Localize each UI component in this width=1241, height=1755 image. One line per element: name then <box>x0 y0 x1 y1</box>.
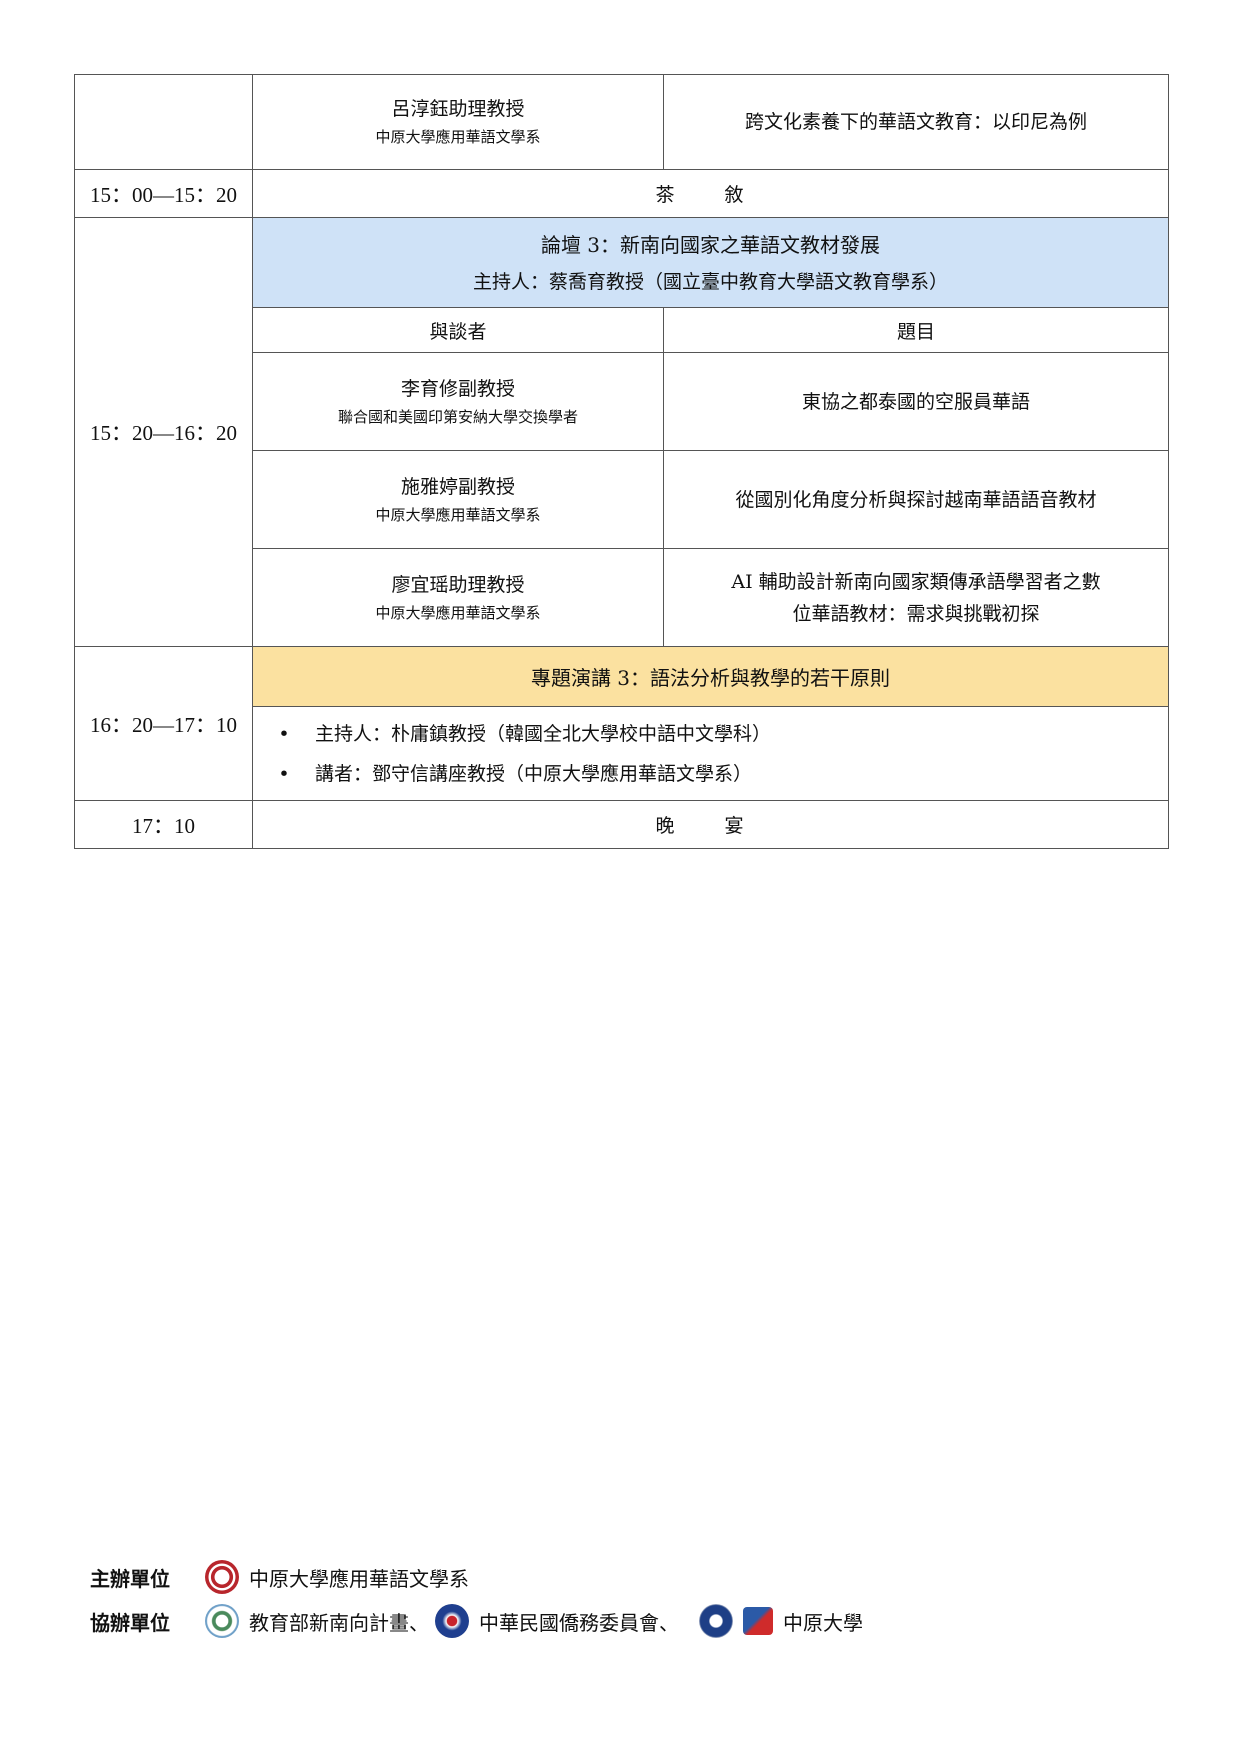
anniversary-logo-icon <box>743 1607 773 1635</box>
speaker-name: 呂淳鈺助理教授 <box>391 98 525 120</box>
column-header-row: 與談者 題目 <box>75 307 1169 353</box>
keynote-host: 主持人：朴庸鎮教授（韓國全北大學校中語中文學科） <box>315 722 772 745</box>
keynote-details-row: • 主持人：朴庸鎮教授（韓國全北大學校中語中文學科） • 講者：鄧守信講座教授（… <box>75 706 1169 801</box>
list-item: • 主持人：朴庸鎮教授（韓國全北大學校中語中文學科） <box>253 714 1168 754</box>
table-row: 廖宜瑶助理教授 中原大學應用華語文學系 AI 輔助設計新南向國家類傳承語學習者之… <box>75 548 1169 647</box>
keynote-speaker: 講者：鄧守信講座教授（中原大學應用華語文學系） <box>315 762 753 785</box>
topic-cell: AI 輔助設計新南向國家類傳承語學習者之數位華語教材：需求與挑戰初探 <box>663 548 1169 647</box>
speaker-cell: 李育修副教授 聯合國和美國印第安納大學交換學者 <box>252 352 664 451</box>
topic-cell: 從國別化角度分析與探討越南華語語音教材 <box>663 450 1169 549</box>
moe-logo-icon <box>205 1604 239 1638</box>
keynote-details: • 主持人：朴庸鎮教授（韓國全北大學校中語中文學科） • 講者：鄧守信講座教授（… <box>252 706 1169 801</box>
dinner-label: 晚 宴 <box>252 800 1169 849</box>
speaker-affiliation: 中原大學應用華語文學系 <box>375 603 541 622</box>
keynote-header-row: 16：20—17：10 專題演講 3：語法分析與教學的若干原則 <box>74 646 1169 801</box>
co-organizer-label: 協辦單位 <box>90 1610 170 1635</box>
co-organizer-3: 中原大學 <box>783 1610 863 1635</box>
speaker-cell: 施雅婷副教授 中原大學應用華語文學系 <box>252 450 664 549</box>
topic-cell: 東協之都泰國的空服員華語 <box>663 352 1169 451</box>
schedule-table: 呂淳鈺助理教授 中原大學應用華語文學系 跨文化素養下的華語文教育：以印尼為例 1… <box>74 74 1169 849</box>
forum-header: 論壇 3：新南向國家之華語文教材發展 主持人：蔡喬育教授（國立臺中教育大學語文教… <box>252 217 1169 308</box>
break-time: 15：00—15：20 <box>74 169 253 218</box>
bullet-icon: • <box>278 762 290 785</box>
time-cell <box>74 74 253 170</box>
speaker-cell: 廖宜瑶助理教授 中原大學應用華語文學系 <box>252 548 664 647</box>
dinner-time: 17：10 <box>74 800 253 849</box>
break-label-text: 茶 敘 <box>655 184 766 206</box>
organizer-name: 中原大學應用華語文學系 <box>249 1566 469 1591</box>
dinner-row: 17：10 晚 宴 <box>74 800 1169 849</box>
list-item: • 講者：鄧守信講座教授（中原大學應用華語文學系） <box>253 754 1168 794</box>
co-organizer-2: 中華民國僑務委員會、 <box>479 1610 679 1635</box>
organizer-line: 主辦單位 中原大學應用華語文學系 <box>90 1560 469 1594</box>
dinner-label-text: 晚 宴 <box>655 815 766 837</box>
forum-host: 主持人：蔡喬育教授（國立臺中教育大學語文教育學系） <box>472 270 948 293</box>
forum-header-row: 15：20—16：20 論壇 3：新南向國家之華語文教材發展 主持人：蔡喬育教授… <box>74 217 1169 647</box>
cycu-seal-icon <box>699 1604 733 1638</box>
co-organizer-line: 協辦單位 教育部新南向計畫、 中華民國僑務委員會、 中原大學 <box>90 1604 863 1638</box>
department-logo-icon <box>205 1560 239 1594</box>
table-row: 李育修副教授 聯合國和美國印第安納大學交換學者 東協之都泰國的空服員華語 <box>75 352 1169 451</box>
organizer-label: 主辦單位 <box>90 1566 170 1591</box>
keynote-title: 專題演講 3：語法分析與教學的若干原則 <box>252 646 1169 707</box>
col-header-topic: 題目 <box>663 307 1169 353</box>
co-organizer-1: 教育部新南向計畫、 <box>249 1610 429 1635</box>
bullet-icon: • <box>278 722 290 745</box>
keynote-time: 16：20—17：10 <box>74 646 253 801</box>
forum-title: 論壇 3：新南向國家之華語文教材發展 <box>540 232 881 257</box>
speaker-name: 李育修副教授 <box>400 377 515 400</box>
ocac-logo-icon <box>435 1604 469 1638</box>
break-row: 15：00—15：20 茶 敘 <box>74 169 1169 218</box>
forum-time: 15：20—16：20 <box>74 217 253 647</box>
speaker-cell: 呂淳鈺助理教授 中原大學應用華語文學系 <box>252 74 664 170</box>
table-row: 施雅婷副教授 中原大學應用華語文學系 從國別化角度分析與探討越南華語語音教材 <box>75 450 1169 549</box>
break-label: 茶 敘 <box>252 169 1169 218</box>
topic-cell: 跨文化素養下的華語文教育：以印尼為例 <box>663 74 1169 170</box>
table-row: 呂淳鈺助理教授 中原大學應用華語文學系 跨文化素養下的華語文教育：以印尼為例 <box>74 74 1169 170</box>
speaker-affiliation: 中原大學應用華語文學系 <box>375 128 541 146</box>
speaker-name: 廖宜瑶助理教授 <box>391 573 525 596</box>
speaker-affiliation: 中原大學應用華語文學系 <box>375 505 541 524</box>
speaker-affiliation: 聯合國和美國印第安納大學交換學者 <box>337 407 578 426</box>
speaker-name: 施雅婷副教授 <box>400 475 515 498</box>
col-header-speaker: 與談者 <box>252 307 664 353</box>
